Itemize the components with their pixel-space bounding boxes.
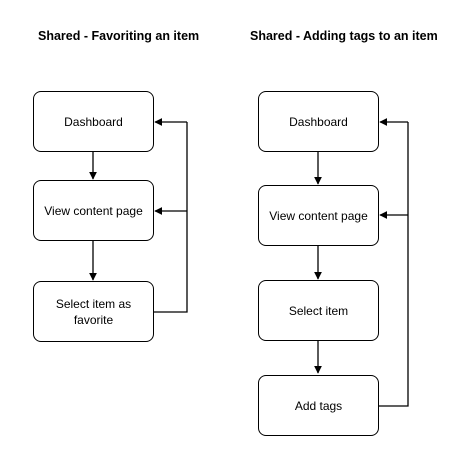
- node-dashboard: Dashboard: [258, 91, 379, 152]
- node-select-item: Select item: [258, 280, 379, 341]
- edge-select-item-favorite-return-loop: [154, 122, 188, 313]
- edge-add-tags-return-loop: [379, 122, 409, 407]
- node-view-content-page: View content page: [258, 185, 379, 246]
- node-select-item-as-favorite: Select item as favorite: [33, 281, 154, 342]
- node-add-tags: Add tags: [258, 375, 379, 436]
- diagram-title-adding-tags: Shared - Adding tags to an item: [250, 29, 438, 43]
- node-dashboard: Dashboard: [33, 91, 154, 152]
- diagram-title-favoriting: Shared - Favoriting an item: [38, 29, 200, 43]
- node-view-content-page: View content page: [33, 180, 154, 241]
